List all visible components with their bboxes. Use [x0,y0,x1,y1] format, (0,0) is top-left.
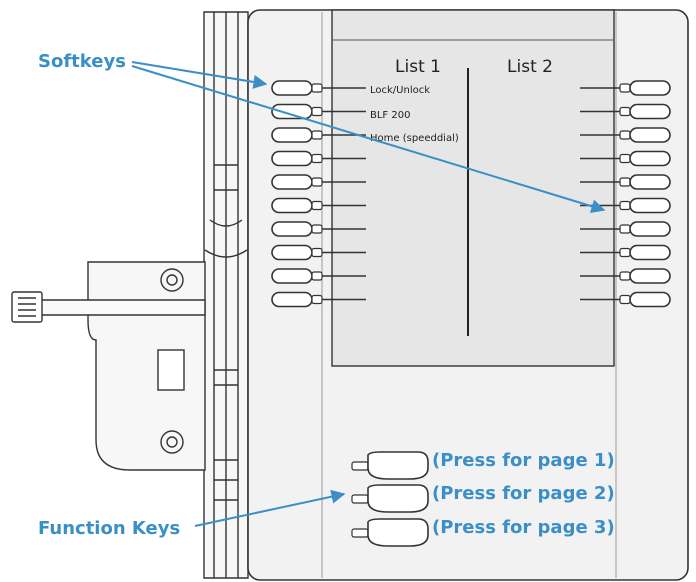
entry-lock-unlock: Lock/Unlock [370,85,430,96]
function-key-2[interactable] [351,484,429,513]
left-softkey-4[interactable] [271,150,366,167]
left-softkey-8[interactable] [271,244,366,261]
right-softkey-7[interactable] [580,221,671,237]
function-key-3[interactable] [351,518,429,547]
right-softkey-2[interactable] [580,103,671,120]
left-softkey-10[interactable] [271,291,366,308]
cable-connector [11,291,206,323]
function-keys-callout: Function Keys [38,518,180,539]
mounting-bracket [203,11,249,579]
right-softkey-1[interactable] [580,80,671,96]
function-key-label-2: (Press for page 2) [432,483,615,504]
left-softkey-6[interactable] [271,197,366,214]
entry-home-speeddial: Home (speeddial) [370,133,459,144]
left-softkey-1[interactable] [271,80,366,96]
left-softkey-2[interactable] [271,103,366,120]
left-softkey-7[interactable] [271,221,366,237]
label-slot [157,349,185,391]
right-softkey-4[interactable] [580,150,671,167]
left-softkey-5[interactable] [271,174,366,190]
function-keys [351,451,429,547]
list1-title: List 1 [395,57,441,77]
lcd-screen: List 1 List 2 Lock/Unlock BLF 200 Home (… [331,9,615,367]
arrow-function-keys [194,489,346,527]
arrow-softkeys-left [131,61,268,89]
list2-title: List 2 [507,57,553,77]
left-softkey-9[interactable] [271,268,366,284]
right-softkey-5[interactable] [580,174,671,190]
function-key-label-1: (Press for page 1) [432,450,615,471]
entry-blf-200: BLF 200 [370,110,410,121]
right-softkey-3[interactable] [580,127,671,143]
arrow-softkeys-right [131,65,606,214]
side-mount [87,261,206,471]
function-key-1[interactable] [351,451,429,480]
right-softkey-10[interactable] [580,291,671,308]
right-softkey-9[interactable] [580,268,671,284]
softkeys-callout: Softkeys [38,51,126,72]
callout-arrows [131,61,606,527]
right-softkey-8[interactable] [580,244,671,261]
function-key-label-3: (Press for page 3) [432,517,615,538]
right-softkeys [580,80,671,308]
